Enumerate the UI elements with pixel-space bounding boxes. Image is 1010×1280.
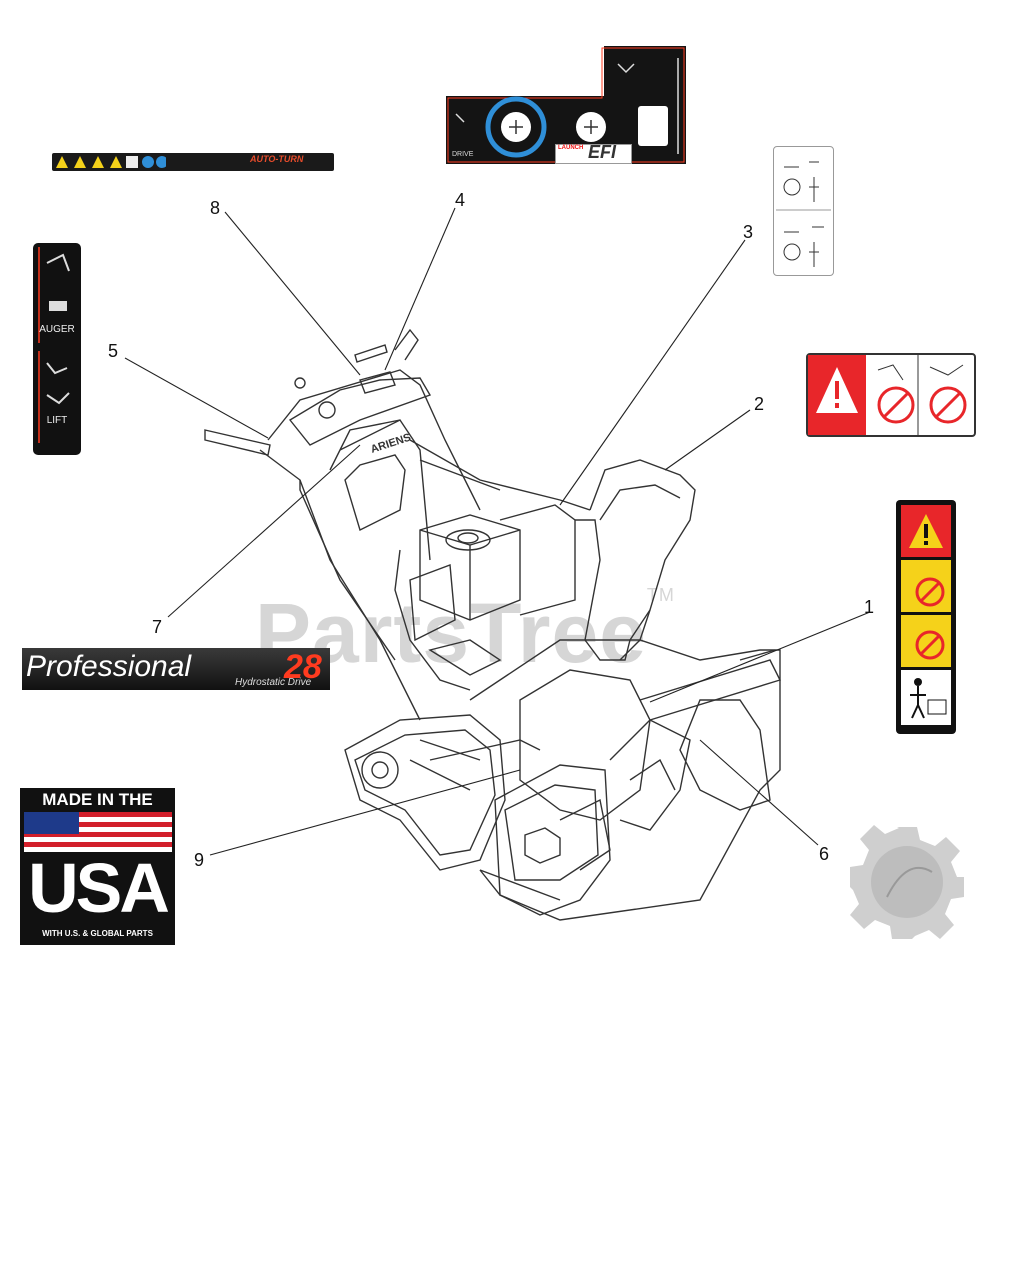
leader-4 (384, 207, 456, 371)
professional-name: Professional (26, 650, 192, 683)
leader-lines (124, 207, 871, 856)
mandatory-icon (156, 156, 166, 168)
callout-2: 2 (754, 394, 765, 414)
professional-model: 28 (284, 648, 322, 686)
usa-line1: MADE IN THE (42, 790, 153, 809)
lift-icon (46, 392, 70, 405)
drive-lever-icon (455, 113, 465, 123)
leader-3 (559, 239, 746, 506)
callout-6: 6 (819, 844, 830, 864)
prohibited-icon (915, 577, 945, 607)
callout-9: 9 (194, 850, 205, 870)
callout-4: 4 (455, 190, 466, 210)
panel-drive-label: DRIVE (452, 151, 474, 158)
warning-decal-vertical (896, 500, 956, 734)
autoturn-brand: AUTO-TURN (250, 154, 304, 164)
discharge-decal (773, 146, 834, 276)
leader-2 (664, 409, 751, 471)
start-button-icon (638, 106, 668, 146)
callout-8: 8 (210, 198, 221, 218)
auger-label: AUGER (39, 324, 75, 335)
leader-6 (699, 739, 819, 846)
warning-triangle-icon (92, 156, 104, 168)
mandatory-icon (142, 156, 154, 168)
person-icon (914, 678, 922, 686)
warning-graphics (808, 355, 967, 435)
made-in-usa-decal: MADE IN THE USA WITH U.S. & GLOBAL PARTS (20, 788, 175, 945)
warning-vertical-graphics (901, 505, 951, 725)
info-icon (126, 156, 138, 168)
lever-icon (46, 253, 70, 272)
hand-icon (783, 243, 801, 261)
person-icon (809, 242, 819, 267)
launch-efi-badge: LAUNCH EFI (555, 142, 632, 164)
choke-dial-icon (485, 96, 547, 158)
chute-icon (617, 63, 635, 74)
leader-7 (167, 444, 361, 618)
professional-subtitle: Hydrostatic Drive (235, 677, 312, 688)
autoturn-decal: AUTO-TURN (52, 153, 334, 171)
lever-icon (46, 362, 68, 375)
prohibited-icon (929, 386, 967, 424)
control-panel-decal: DRIVE (446, 46, 686, 164)
warning-triangle-icon (110, 156, 122, 168)
warning-triangle-icon (56, 156, 68, 168)
prohibited-icon (877, 386, 915, 424)
gear-logo (850, 825, 964, 939)
prohibited-icon (915, 630, 945, 660)
warning-decal-horizontal (806, 353, 976, 437)
leader-8 (224, 211, 361, 376)
usa-line3: WITH U.S. & GLOBAL PARTS (42, 929, 153, 938)
auger-lift-decal: AUGER LIFT (33, 243, 81, 455)
leader-9 (209, 769, 521, 856)
discharge-graphics (776, 161, 831, 267)
person-icon (809, 177, 819, 202)
machine-brand: ARIENS (369, 432, 412, 456)
flag-icon (24, 812, 172, 852)
launch-label: LAUNCH (558, 145, 584, 151)
callout-1: 1 (864, 597, 875, 617)
lift-label: LIFT (46, 415, 68, 426)
warning-triangle-icon (74, 156, 86, 168)
leader-5 (124, 357, 269, 439)
warning-icons-row (56, 156, 166, 168)
auger-lift-graphics (38, 247, 70, 443)
professional-28-decal: Professional 28 Hydrostatic Drive (22, 648, 330, 690)
callout-7: 7 (152, 617, 163, 637)
callout-5: 5 (108, 341, 119, 361)
leader-1 (649, 611, 871, 703)
callout-3: 3 (743, 222, 754, 242)
machine-outline (204, 328, 781, 921)
efi-label: EFI (588, 142, 617, 162)
usa-line2: USA (28, 849, 170, 927)
hand-icon (783, 178, 801, 196)
auger-icon (49, 301, 67, 311)
